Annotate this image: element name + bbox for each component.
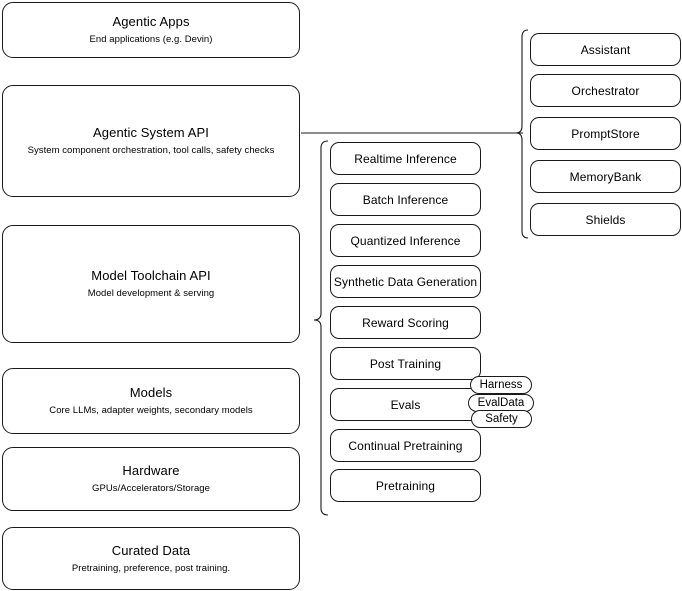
eval-subcomponent-label: EvalData	[477, 397, 525, 409]
layer-title: Model Toolchain API	[91, 268, 211, 283]
system-component-label: Shields	[585, 212, 626, 227]
layer-agentic-apps[interactable]: Agentic Apps End applications (e.g. Devi…	[2, 2, 300, 58]
toolchain-item-reward-scoring[interactable]: Reward Scoring	[330, 306, 481, 339]
layer-subtitle: Model development & serving	[87, 288, 215, 299]
system-component-promptstore[interactable]: PromptStore	[530, 117, 681, 150]
layer-model-toolchain-api[interactable]: Model Toolchain API Model development & …	[2, 225, 300, 343]
layer-title: Models	[129, 385, 173, 400]
toolchain-item-label: Post Training	[369, 356, 442, 371]
layer-subtitle: Pretraining, preference, post training.	[71, 562, 231, 574]
toolchain-item-batch-inference[interactable]: Batch Inference	[330, 183, 481, 216]
layer-title: Agentic Apps	[112, 14, 190, 29]
toolchain-item-label: Batch Inference	[362, 192, 449, 207]
layer-models[interactable]: Models Core LLMs, adapter weights, secon…	[2, 368, 300, 434]
system-component-orchestrator[interactable]: Orchestrator	[530, 74, 681, 107]
toolchain-item-quantized-inference[interactable]: Quantized Inference	[330, 224, 481, 257]
system-components-brace	[515, 29, 529, 239]
layer-title: Hardware	[122, 463, 180, 478]
layer-subtitle: End applications (e.g. Devin)	[89, 34, 213, 45]
toolchain-item-label: Evals	[390, 397, 421, 412]
layer-agentic-system-api[interactable]: Agentic System API System component orch…	[2, 85, 300, 197]
toolchain-item-label: Pretraining	[375, 478, 436, 493]
system-component-assistant[interactable]: Assistant	[530, 33, 681, 66]
system-component-memorybank[interactable]: MemoryBank	[530, 160, 681, 193]
layer-hardware[interactable]: Hardware GPUs/Accelerators/Storage	[2, 447, 300, 511]
toolchain-item-post-training[interactable]: Post Training	[330, 347, 481, 380]
eval-subcomponent-label: Harness	[479, 379, 523, 391]
toolchain-item-realtime-inference[interactable]: Realtime Inference	[330, 142, 481, 175]
system-component-label: PromptStore	[571, 126, 640, 141]
system-component-label: MemoryBank	[569, 169, 642, 184]
eval-subcomponent-label: Safety	[485, 413, 518, 425]
eval-subcomponent-harness[interactable]: Harness	[470, 376, 532, 394]
toolchain-item-label: Quantized Inference	[350, 233, 461, 248]
system-component-label: Orchestrator	[571, 83, 640, 98]
layer-subtitle: Core LLMs, adapter weights, secondary mo…	[49, 405, 253, 416]
toolchain-item-pretraining[interactable]: Pretraining	[330, 469, 481, 502]
toolchain-item-evals[interactable]: Evals	[330, 388, 481, 421]
toolchain-components-brace	[313, 140, 329, 516]
eval-subcomponent-safety[interactable]: Safety	[471, 410, 532, 428]
toolchain-item-label: Realtime Inference	[354, 151, 457, 166]
system-component-label: Assistant	[580, 42, 631, 57]
toolchain-item-synthetic-data-generation[interactable]: Synthetic Data Generation	[330, 265, 481, 298]
toolchain-item-label: Continual Pretraining	[348, 438, 463, 453]
layer-subtitle: System component orchestration, tool cal…	[27, 145, 275, 156]
layer-curated-data[interactable]: Curated Data Pretraining, preference, po…	[2, 527, 300, 590]
toolchain-item-label: Reward Scoring	[362, 315, 449, 330]
toolchain-item-label: Synthetic Data Generation	[333, 274, 478, 289]
layer-subtitle: GPUs/Accelerators/Storage	[92, 483, 210, 494]
layer-title: Agentic System API	[93, 125, 209, 140]
system-component-shields[interactable]: Shields	[530, 203, 681, 236]
toolchain-item-continual-pretraining[interactable]: Continual Pretraining	[330, 429, 481, 462]
layer-title: Curated Data	[111, 542, 191, 558]
